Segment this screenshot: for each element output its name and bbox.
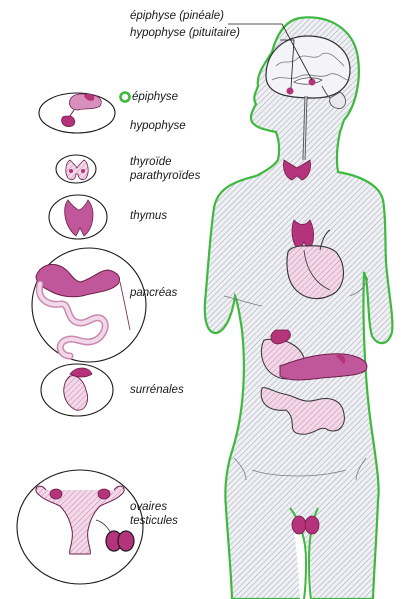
body-silhouette	[205, 17, 393, 599]
label-pituitary: hypophyse (pituitaire)	[130, 27, 240, 40]
label-pancreas: pancréas	[130, 287, 177, 300]
bubble-epiphyse-hypophyse	[39, 93, 115, 133]
label-testicules: testicules	[130, 515, 178, 528]
bubble-surrenales	[41, 364, 113, 416]
pituitary-gland	[287, 88, 294, 95]
bubble-thymus	[49, 195, 107, 239]
label-ovaires: ovaires	[130, 501, 167, 514]
epiphyse-marker-icon	[121, 93, 130, 102]
label-pineal: épiphyse (pinéale)	[130, 10, 224, 23]
label-thyroide: thyroïde	[130, 156, 172, 169]
label-hypophyse: hypophyse	[130, 120, 186, 133]
bubble-thyroide	[56, 155, 96, 183]
bubble-pancreas	[32, 248, 146, 362]
label-surrenales: surrénales	[130, 384, 184, 397]
label-epiphyse: épiphyse	[132, 91, 178, 104]
label-thymus: thymus	[130, 210, 167, 223]
bubble-ovaires-testicules	[17, 470, 143, 584]
label-parathyroides: parathyroïdes	[130, 170, 200, 183]
